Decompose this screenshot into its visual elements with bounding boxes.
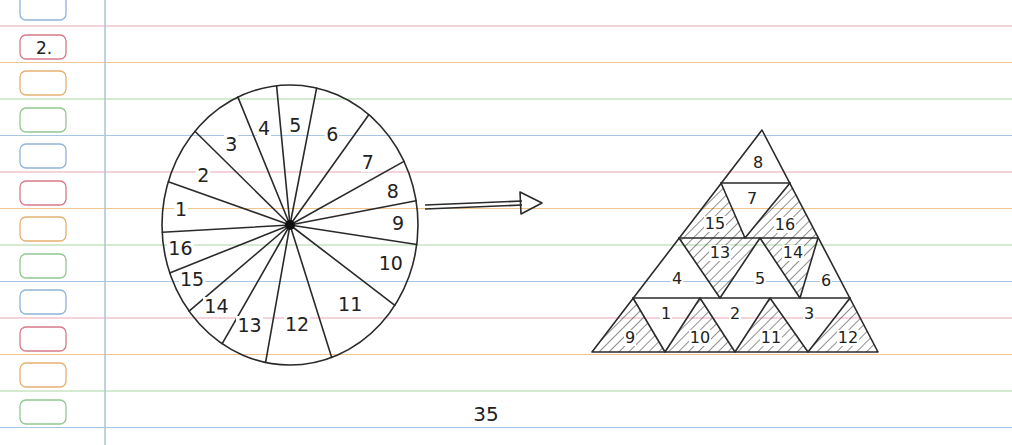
callout-number: 3 xyxy=(803,306,815,322)
callout-number: 2 xyxy=(729,306,741,322)
callout-number: 5 xyxy=(288,116,302,135)
margin-line xyxy=(104,0,106,445)
callout-number: 1 xyxy=(660,306,672,322)
callout-number: 10 xyxy=(378,254,404,273)
callout-number: 6 xyxy=(820,273,832,289)
callout-number: 13 xyxy=(709,245,731,261)
handwritten-note: 35 xyxy=(472,404,499,424)
callout-number: 7 xyxy=(746,191,758,207)
rearranged-figure xyxy=(592,130,878,352)
callout-number: 7 xyxy=(361,153,375,172)
callout-number: 8 xyxy=(386,182,400,201)
callout-number: 12 xyxy=(284,315,310,334)
callout-number: 9 xyxy=(624,330,636,346)
callout-number: 16 xyxy=(774,217,796,233)
callout-number: 15 xyxy=(704,216,726,232)
ruled-lines xyxy=(0,26,1012,428)
callout-number: 14 xyxy=(203,297,229,316)
callout-number: 10 xyxy=(689,330,711,346)
callout-number: 2 xyxy=(196,166,210,185)
callout-number: 11 xyxy=(760,330,782,346)
callout-number: 11 xyxy=(337,295,363,314)
figure-number: 2. xyxy=(35,40,53,57)
callout-number: 14 xyxy=(782,245,804,261)
callout-number: 4 xyxy=(257,119,271,138)
callout-number: 16 xyxy=(167,239,193,258)
circle-figure xyxy=(162,85,418,365)
callout-number: 13 xyxy=(236,316,262,335)
callout-number: 12 xyxy=(837,330,859,346)
callout-number: 8 xyxy=(752,155,764,171)
margin-boxes xyxy=(20,0,66,424)
callout-number: 6 xyxy=(325,125,339,144)
callout-number: 9 xyxy=(391,214,405,233)
callout-number: 3 xyxy=(224,135,238,154)
arrow xyxy=(425,192,542,214)
callout-number: 4 xyxy=(671,271,683,287)
callout-number: 5 xyxy=(754,271,766,287)
callout-number: 1 xyxy=(174,200,188,219)
callout-number: 15 xyxy=(179,270,205,289)
